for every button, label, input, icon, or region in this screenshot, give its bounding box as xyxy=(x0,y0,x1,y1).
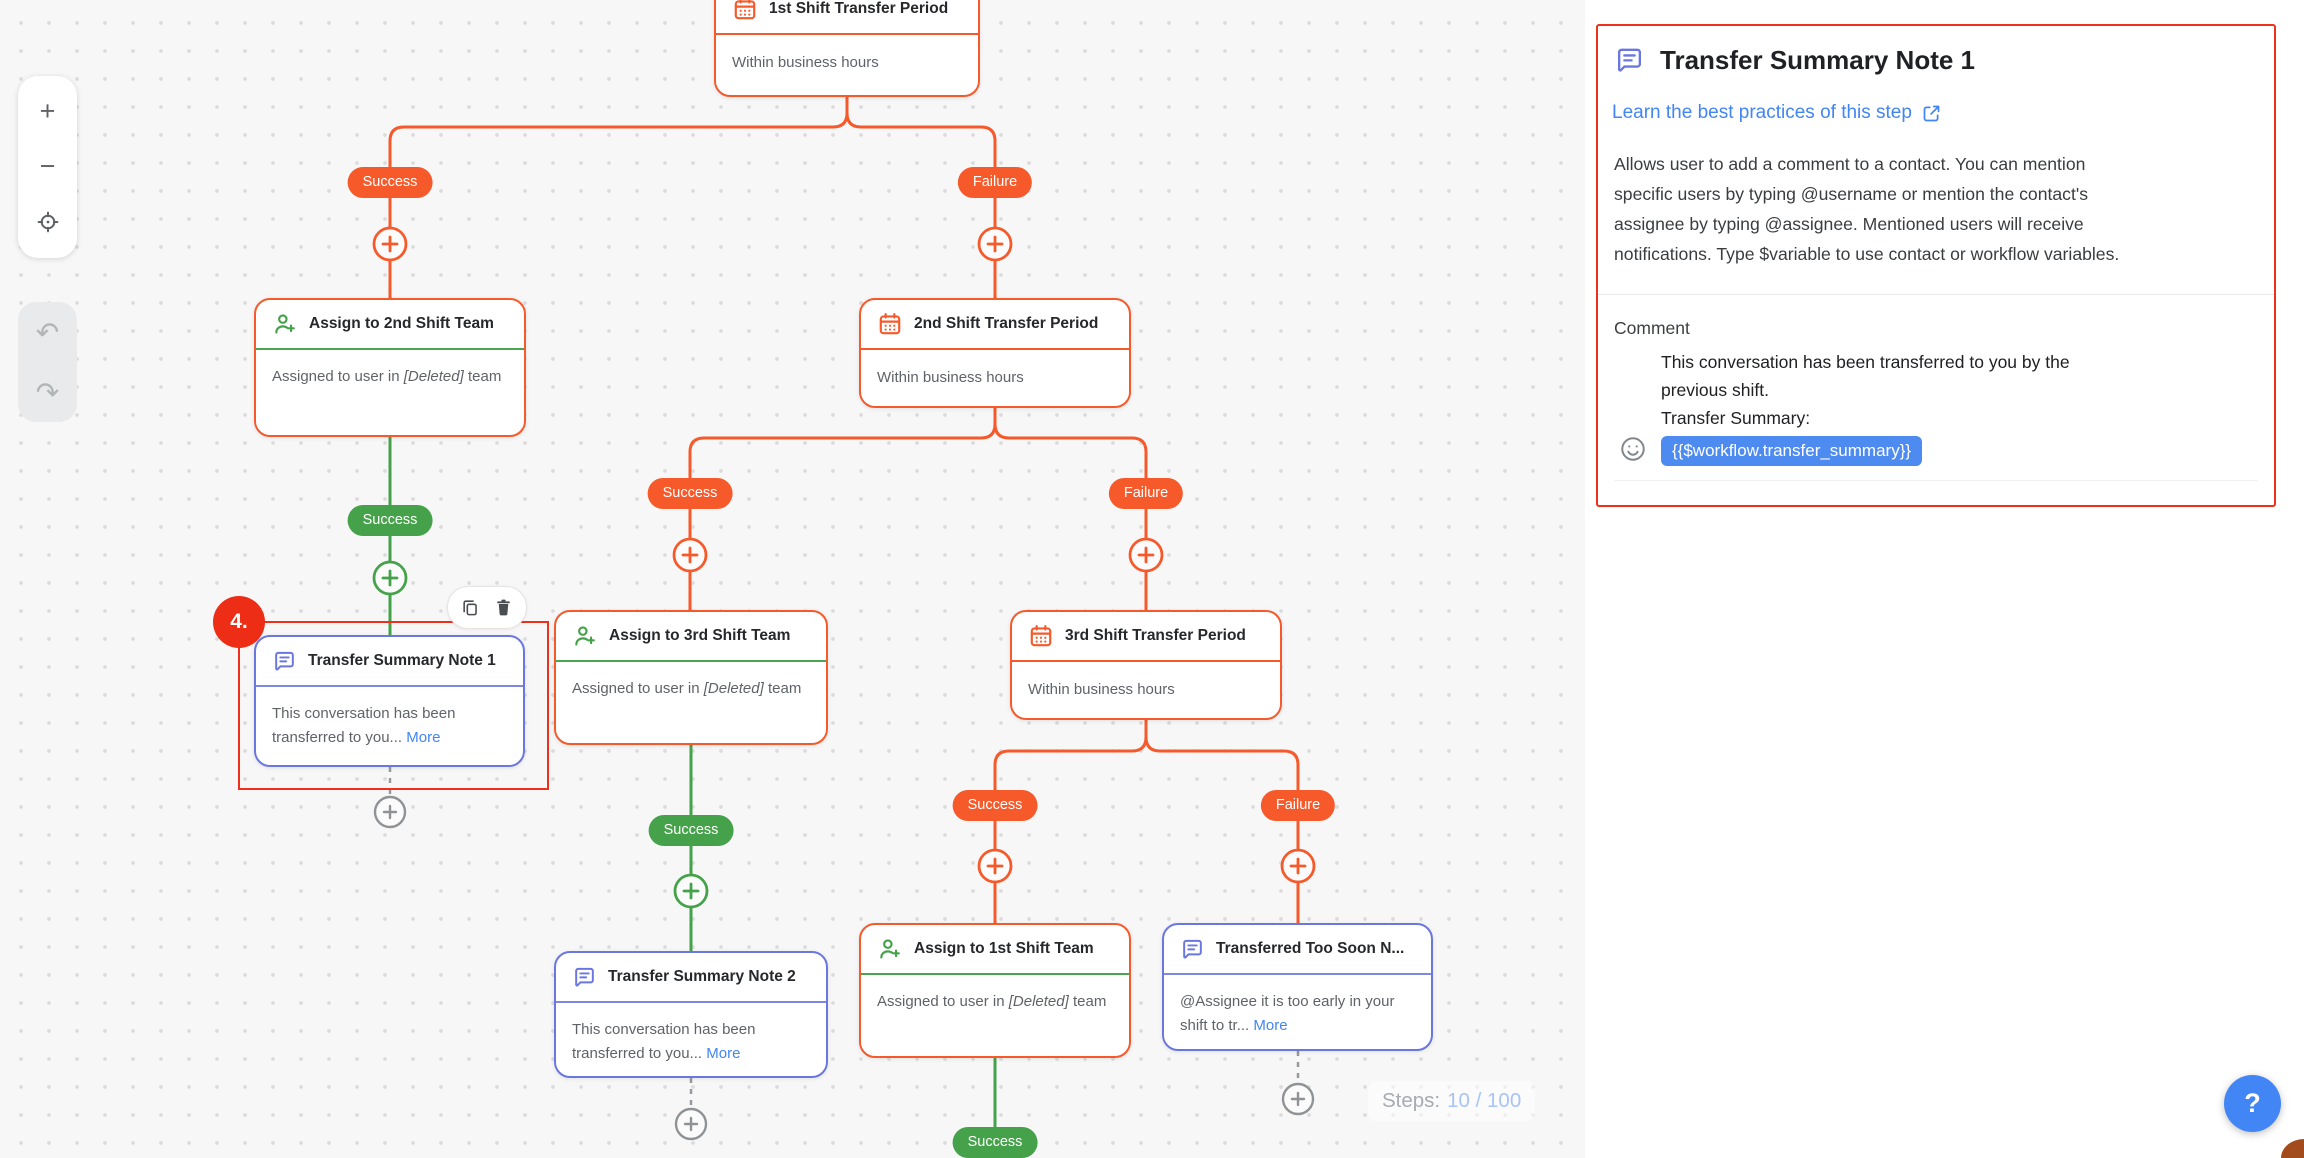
crosshair-icon xyxy=(37,211,58,233)
node-transfer-summary-note-2[interactable]: Transfer Summary Note 2 This conversatio… xyxy=(554,951,828,1078)
add-step-button[interactable] xyxy=(1280,848,1316,884)
node-body: Assigned to user in [Deleted] team xyxy=(877,993,1107,1010)
workflow-edges xyxy=(372,95,1316,1141)
step-detail-card: Transfer Summary Note 1 Learn the best p… xyxy=(1596,24,2276,507)
branch-badge-success: Success xyxy=(648,815,734,846)
more-link[interactable]: More xyxy=(706,1044,741,1062)
add-step-button[interactable] xyxy=(373,795,407,829)
node-title: Transferred Too Soon N... xyxy=(1216,940,1405,957)
best-practices-link[interactable]: Learn the best practices of this step xyxy=(1612,102,2274,124)
zoom-in-button[interactable]: + xyxy=(18,86,77,138)
add-step-button[interactable] xyxy=(977,848,1013,884)
node-3rd-shift-transfer-period[interactable]: 3rd Shift Transfer Period Within busines… xyxy=(1010,610,1282,720)
branch-badge-failure: Failure xyxy=(1260,790,1336,821)
more-link[interactable]: More xyxy=(406,728,441,746)
undo-redo-controls: ↶ ↷ xyxy=(18,302,77,422)
note-comment-icon xyxy=(1618,48,1641,72)
node-action-toolbar xyxy=(447,586,527,629)
node-title: 2nd Shift Transfer Period xyxy=(914,315,1099,332)
undo-button[interactable]: ↶ xyxy=(18,305,77,359)
node-body: This conversation has been transferred t… xyxy=(272,705,456,746)
assign-user-icon xyxy=(880,939,900,959)
comment-field-label: Comment xyxy=(1614,318,1690,338)
note-comment-icon xyxy=(575,967,594,986)
add-step-button[interactable] xyxy=(672,537,708,573)
chat-widget-corner xyxy=(2281,1139,2304,1158)
calendar-icon xyxy=(879,312,901,335)
calendar-icon xyxy=(734,0,756,20)
steps-counter: Steps: 10 / 100 xyxy=(1368,1081,1536,1121)
node-1st-shift-transfer-period[interactable]: 1st Shift Transfer Period Within busines… xyxy=(714,0,980,97)
duplicate-icon[interactable] xyxy=(461,598,480,617)
node-title: 3rd Shift Transfer Period xyxy=(1065,627,1246,644)
node-body: Assigned to user in [Deleted] team xyxy=(572,680,802,697)
delete-icon[interactable] xyxy=(494,598,513,617)
branch-badge-success: Success xyxy=(952,1127,1038,1158)
comment-editor[interactable]: This conversation has been transferred t… xyxy=(1621,348,2274,466)
note-comment-icon xyxy=(1183,939,1202,958)
add-step-button[interactable] xyxy=(977,226,1013,262)
branch-badge-failure: Failure xyxy=(1108,478,1184,509)
assign-user-icon xyxy=(575,626,595,646)
branch-badge-success: Success xyxy=(647,478,733,509)
add-step-button[interactable] xyxy=(674,1107,708,1141)
node-body: Assigned to user in [Deleted] team xyxy=(272,368,502,385)
selected-step-outline xyxy=(238,621,549,790)
emoji-icon[interactable] xyxy=(1619,435,1647,463)
steps-counter-value: 10 / 100 xyxy=(1447,1089,1522,1112)
node-body: Within business hours xyxy=(1028,681,1175,699)
node-body: Within business hours xyxy=(877,369,1024,387)
add-step-button[interactable] xyxy=(372,560,408,596)
step-description: Allows user to add a comment to a contac… xyxy=(1614,154,2120,264)
add-step-button[interactable] xyxy=(1128,537,1164,573)
node-title: Transfer Summary Note 2 xyxy=(608,968,796,985)
divider xyxy=(1598,294,2274,295)
divider xyxy=(1614,480,2258,481)
workflow-variable-token[interactable]: {{$workflow.transfer_summary}} xyxy=(1661,436,1923,466)
workflow-canvas[interactable]: Success Failure Success Success Failure … xyxy=(0,0,1585,1158)
node-body: This conversation has been transferred t… xyxy=(572,1021,756,1062)
calendar-icon xyxy=(1030,624,1052,647)
canvas-zoom-controls: + − xyxy=(18,76,77,258)
zoom-out-button[interactable]: − xyxy=(18,141,77,193)
node-title: Transfer Summary Note 1 xyxy=(308,652,496,669)
node-body: Within business hours xyxy=(732,54,879,72)
branch-badge-success: Success xyxy=(347,167,433,198)
redo-button[interactable]: ↷ xyxy=(18,365,77,419)
step-number-badge: 4. xyxy=(213,596,265,648)
assign-user-icon xyxy=(275,314,295,334)
step-detail-panel: Transfer Summary Note 1 Learn the best p… xyxy=(1585,0,2304,1158)
center-view-button[interactable] xyxy=(18,196,77,248)
node-2nd-shift-transfer-period[interactable]: 2nd Shift Transfer Period Within busines… xyxy=(859,298,1131,408)
node-title: Assign to 2nd Shift Team xyxy=(309,315,494,332)
help-button[interactable]: ? xyxy=(2224,1075,2281,1132)
comment-text-line: Transfer Summary: xyxy=(1661,408,1811,428)
comment-text-line: This conversation has been transferred t… xyxy=(1661,352,2070,372)
add-step-button[interactable] xyxy=(372,226,408,262)
node-title: Assign to 1st Shift Team xyxy=(914,940,1094,957)
best-practices-link-label: Learn the best practices of this step xyxy=(1612,102,1912,123)
panel-title: Transfer Summary Note 1 xyxy=(1660,45,1976,75)
external-link-icon xyxy=(1923,105,1940,121)
note-comment-icon xyxy=(275,651,294,670)
node-title: Assign to 3rd Shift Team xyxy=(609,627,791,644)
more-link[interactable]: More xyxy=(1253,1016,1288,1034)
branch-badge-failure: Failure xyxy=(957,167,1033,198)
node-title: 1st Shift Transfer Period xyxy=(769,0,949,17)
node-assign-to-3rd-shift-team[interactable]: Assign to 3rd Shift Team Assigned to use… xyxy=(554,610,828,745)
node-assign-to-2nd-shift-team[interactable]: Assign to 2nd Shift Team Assigned to use… xyxy=(254,298,526,437)
node-transfer-summary-note-1[interactable]: Transfer Summary Note 1 This conversatio… xyxy=(254,635,525,767)
add-step-button[interactable] xyxy=(1281,1082,1315,1116)
node-body: @Assignee it is too early in your shift … xyxy=(1180,993,1395,1034)
node-transferred-too-soon-note[interactable]: Transferred Too Soon N... @Assignee it i… xyxy=(1162,923,1433,1051)
node-assign-to-1st-shift-team[interactable]: Assign to 1st Shift Team Assigned to use… xyxy=(859,923,1131,1058)
branch-badge-success: Success xyxy=(347,505,433,536)
branch-badge-success: Success xyxy=(952,790,1038,821)
steps-counter-label: Steps: xyxy=(1382,1089,1441,1112)
add-step-button[interactable] xyxy=(673,873,709,909)
comment-text-line: previous shift. xyxy=(1661,380,1769,400)
